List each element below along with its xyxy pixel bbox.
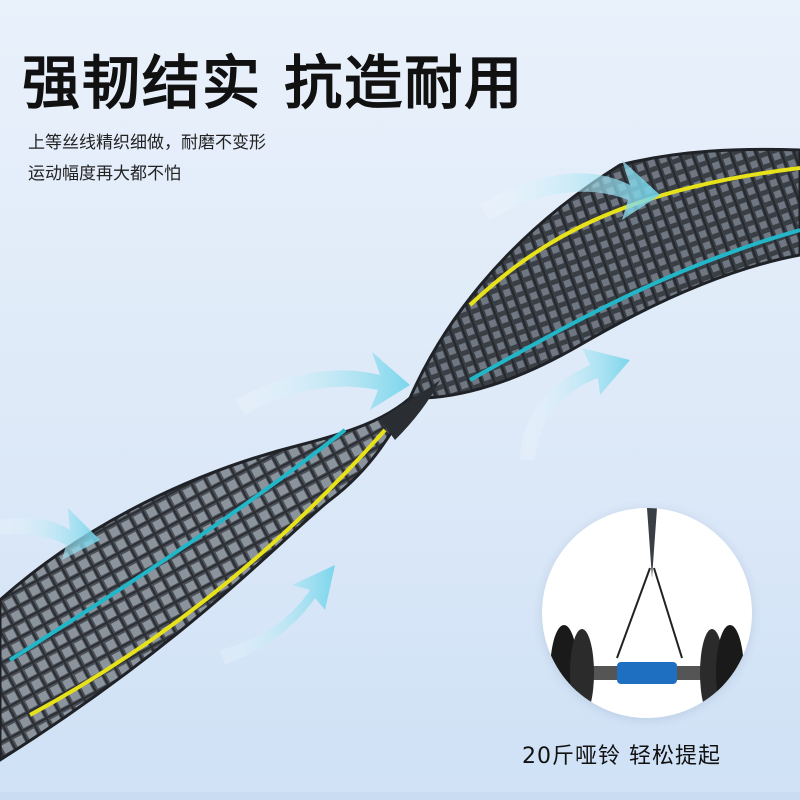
yellow-stripe-upper	[468, 166, 800, 307]
headline: 强韧结实 抗造耐用	[22, 49, 525, 117]
feature-line-2: 运动幅度再大都不怕	[28, 164, 181, 184]
yellow-stripe-lower	[29, 428, 387, 717]
airflow-arrow-icon	[0, 160, 660, 665]
strap-lower-segment	[0, 396, 412, 762]
strap-twist	[380, 380, 440, 440]
feature-line-1: 上等丝线精织细做，耐磨不变形	[28, 133, 266, 153]
cyan-stripe-upper	[469, 228, 800, 382]
bottom-strip	[0, 792, 800, 800]
dumbbell-demo-image	[542, 508, 752, 718]
dumbbell-caption: 20斤哑铃 轻松提起	[522, 744, 721, 769]
cyan-stripe-lower	[8, 428, 347, 662]
dumbbell-icon	[550, 508, 744, 718]
feature-description: 上等丝线精织细做，耐磨不变形 运动幅度再大都不怕	[28, 128, 266, 190]
